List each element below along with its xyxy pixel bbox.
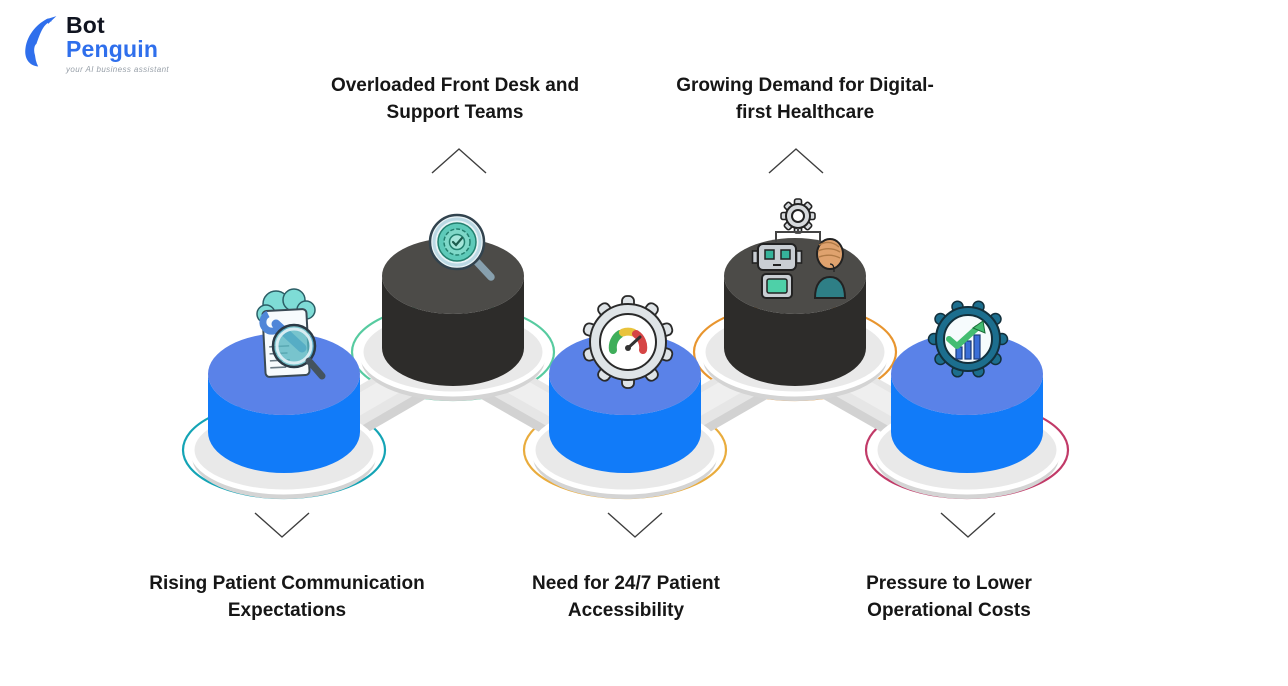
label-247-patient-accessibility: Need for 24/7 Patient Accessibility	[532, 573, 720, 621]
gauge-gear-icon	[582, 294, 674, 395]
cylinder-step-2	[382, 238, 524, 391]
chevron-down-icon	[252, 510, 312, 540]
logo-tagline: your AI business assistant	[66, 65, 170, 74]
target-magnifier-icon	[415, 204, 507, 297]
label-lower-operational-costs: Pressure to Lower Operational Costs	[866, 573, 1032, 621]
logo-title-primary: Bot	[66, 12, 105, 38]
logo-title-secondary: Penguin	[66, 36, 159, 62]
chevron-down-icon	[605, 510, 665, 540]
chevron-down-icon	[938, 510, 998, 540]
chevron-up-icon	[429, 146, 489, 176]
growth-gear-icon	[923, 291, 1013, 392]
penguin-icon	[25, 16, 57, 67]
cylinder-step-5	[891, 333, 1043, 478]
document-wrench-magnifier-icon	[240, 284, 335, 397]
label-overloaded-front-desk: Overloaded Front Desk and Support Teams	[330, 75, 580, 123]
robot-human-gear-icon	[738, 198, 858, 311]
label-rising-patient-communication: Rising Patient Communication Expectation…	[149, 573, 425, 621]
label-digital-first-healthcare: Growing Demand for Digital-first Healthc…	[676, 75, 934, 123]
botpenguin-logo: Bot Penguin your AI business assistant	[20, 14, 169, 74]
chevron-up-icon	[766, 146, 826, 176]
